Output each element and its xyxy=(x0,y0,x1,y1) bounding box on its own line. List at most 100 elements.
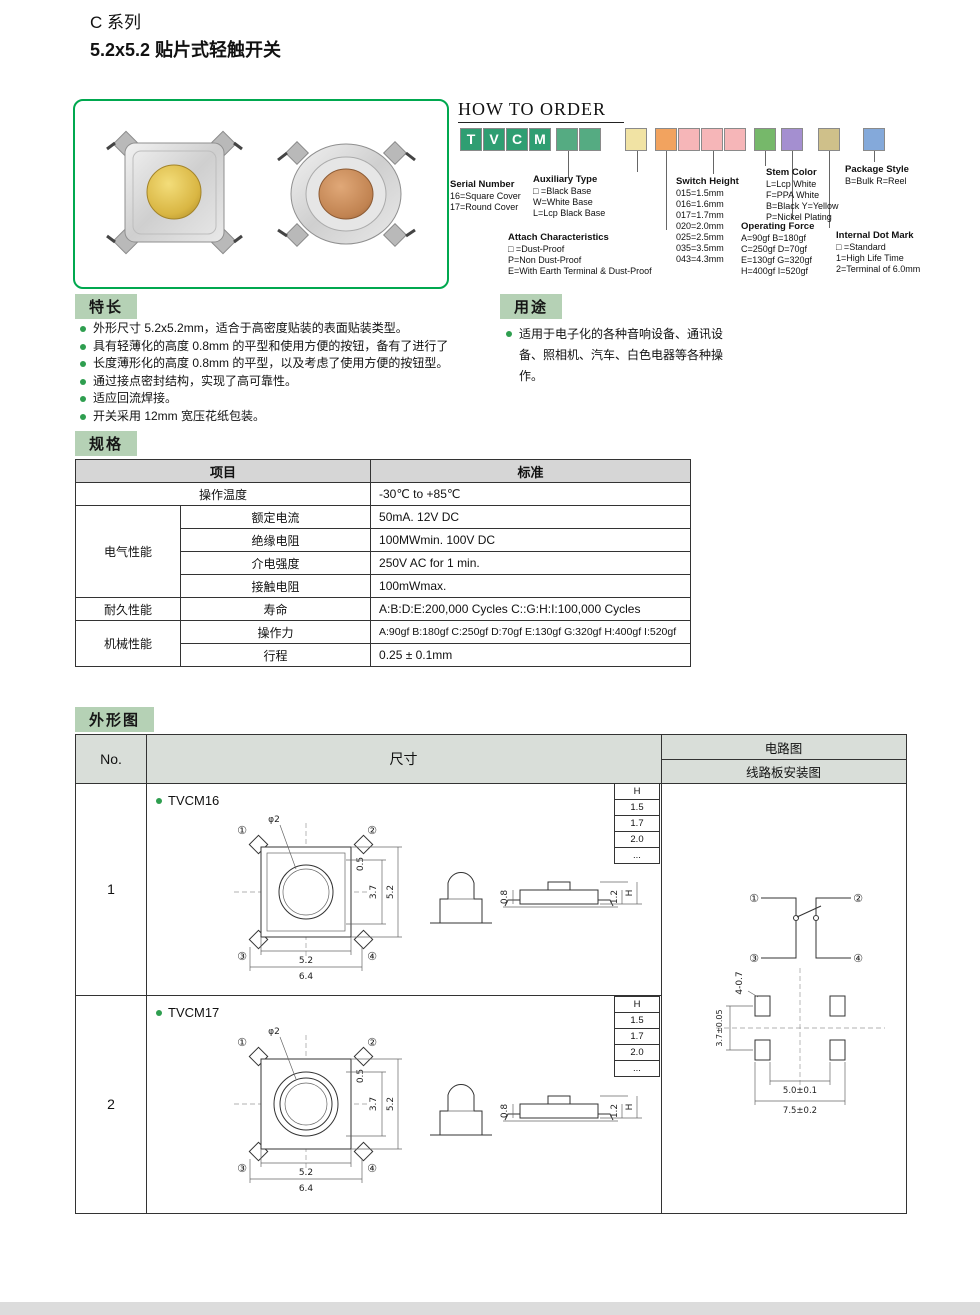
group-line: P=Non Dust-Proof xyxy=(508,255,582,265)
spec-label: 接触电阻 xyxy=(179,574,372,598)
order-group-switch-height: Switch Height 015=1.5mm 016=1.6mm 017=1.… xyxy=(676,176,748,265)
spec-value: 100mWmax. xyxy=(370,574,692,598)
dim-label: 3.7±0.05 xyxy=(715,1009,724,1046)
grid-line xyxy=(146,735,147,1213)
h-cell: ... xyxy=(614,1060,660,1077)
spec-label: 额定电流 xyxy=(179,505,372,529)
order-group-internal-dot-mark: Internal Dot Mark □ =Standard 1=High Lif… xyxy=(836,230,938,275)
order-code-box-internal-dot xyxy=(818,128,840,151)
dim-label: 3.7 xyxy=(369,885,379,899)
order-group-package-style: Package Style B=Bulk R=Reel xyxy=(845,164,935,187)
h-cell: H xyxy=(614,996,660,1013)
feature-item: 通过接点密封结构，实现了高可靠性。 xyxy=(78,373,488,391)
spec-label: 操作温度 xyxy=(74,482,372,506)
order-group-stem-color: Stem Color L=Lcp White F=PPA White B=Bla… xyxy=(766,167,854,223)
pin-number: ④ xyxy=(367,950,377,963)
group-line: 020=2.0mm xyxy=(676,221,724,231)
features-list: 外形尺寸 5.2x5.2mm，适合于高密度贴装的表面贴装类型。 具有轻薄化的高度… xyxy=(78,320,488,425)
group-line: 025=2.5mm xyxy=(676,232,724,242)
h-cell: 2.0 xyxy=(614,1044,660,1061)
connector-line xyxy=(568,151,569,177)
front-view-drawing-tvcm16 xyxy=(430,872,492,924)
connector-line xyxy=(792,151,793,219)
spec-group: 电气性能 xyxy=(75,505,181,598)
order-code-letter: M xyxy=(529,128,551,151)
table-row: 接触电阻 100mWmax. xyxy=(76,574,692,598)
spec-label: 操作力 xyxy=(179,620,372,644)
pin-number: ② xyxy=(367,824,377,837)
dim-label: H xyxy=(625,1104,635,1111)
dim-label: 4-0.7 xyxy=(735,971,745,994)
order-group-attach-characteristics: Attach Characteristics □ =Dust-Proof P=N… xyxy=(508,232,686,277)
dim-label: 0.8 xyxy=(500,1104,510,1119)
h-cell: 1.7 xyxy=(614,815,660,832)
group-title: Auxiliary Type xyxy=(533,174,598,185)
feature-text: 适应回流焊接。 xyxy=(93,391,178,405)
outline-col-pcb: 线路板安装图 xyxy=(661,759,906,783)
top-view-drawing-tvcm16: ① ② ③ ④ φ2 0.5 3.7 5.2 5.2 6.4 xyxy=(234,815,402,982)
pin-number: ① xyxy=(749,892,759,905)
round-switch-photo xyxy=(277,140,416,248)
pin-number: ④ xyxy=(853,952,863,965)
spec-header-row: 项目 标准 xyxy=(74,459,692,483)
group-line: □ =Black Base xyxy=(533,186,592,196)
row-number: 1 xyxy=(107,881,115,897)
feature-item: 外形尺寸 5.2x5.2mm，适合于高密度贴装的表面贴装类型。 xyxy=(78,320,488,338)
spec-label: 介电强度 xyxy=(179,551,372,575)
grid-line xyxy=(76,995,661,996)
table-row: 行程 0.25 ± 0.1mm xyxy=(76,643,692,667)
group-line: E=130gf G=320gf xyxy=(741,255,813,265)
dim-label: φ2 xyxy=(268,815,280,825)
spec-col-item: 项目 xyxy=(74,459,372,483)
order-group-operating-force: Operating Force A=90gf B=180gf C=250gf D… xyxy=(741,221,831,277)
spec-label: 行程 xyxy=(179,643,372,667)
group-title: Internal Dot Mark xyxy=(836,230,914,241)
pin-number: ③ xyxy=(237,1162,247,1175)
connector-line xyxy=(874,151,875,162)
dim-label: 6.4 xyxy=(299,1184,314,1194)
feature-text: 开关采用 12mm 宽压花纸包装。 xyxy=(93,408,266,423)
group-line: 16=Square Cover xyxy=(450,191,521,201)
h-cell: 1.5 xyxy=(614,1012,660,1029)
pcb-mounting-drawing: 4-0.7 3.7±0.05 5.0±0.1 7.5±0.2 xyxy=(715,968,885,1116)
dim-label: 0.8 xyxy=(500,890,510,905)
group-line: H=400gf I=520gf xyxy=(741,266,809,276)
circuit-diagram: ① ② ③ ④ xyxy=(749,892,863,965)
outline-col-circuit: 电路图 xyxy=(661,735,906,759)
applications-header-tag: 用途 xyxy=(500,294,563,319)
product-photo-box xyxy=(73,99,449,289)
order-code-box-height-2 xyxy=(701,128,723,151)
group-line: B=Bulk R=Reel xyxy=(845,176,907,186)
group-line: 035=3.5mm xyxy=(676,243,724,253)
bullet-icon xyxy=(80,396,86,402)
model-name: TVCM17 xyxy=(168,1005,220,1020)
group-title: Stem Color xyxy=(766,167,817,178)
group-line: 017=1.7mm xyxy=(676,210,724,220)
switch-pins xyxy=(106,130,243,255)
spec-value: A:90gf B:180gf C:250gf D:70gf E:130gf G:… xyxy=(370,620,692,644)
features-header-tag: 特长 xyxy=(75,294,138,319)
order-code-box-serial-1 xyxy=(556,128,578,151)
connector-line xyxy=(637,151,638,172)
pin-number: ③ xyxy=(237,950,247,963)
order-group-auxiliary-type: Auxiliary Type □ =Black Base W=White Bas… xyxy=(533,174,628,219)
order-code-box-operating-force xyxy=(781,128,803,151)
h-cell: 1.5 xyxy=(614,799,660,816)
pin-number: ① xyxy=(237,824,247,837)
spec-value: 250V AC for 1 min. xyxy=(370,551,692,575)
table-row: 操作温度 -30℃ to +85℃ xyxy=(74,482,692,506)
bullet-icon xyxy=(80,361,86,367)
feature-item: 长度薄形化的高度 0.8mm 的平型，以及考虑了使用方便的按钮型。 xyxy=(78,355,488,373)
bullet-icon xyxy=(80,326,86,332)
specs-header-tag: 规格 xyxy=(75,431,138,456)
dim-label: H xyxy=(625,890,635,897)
spec-value: -30℃ to +85℃ xyxy=(370,482,692,506)
group-line: 043=4.3mm xyxy=(676,254,724,264)
spec-table: 项目 标准 操作温度 -30℃ to +85℃ 电气性能 额定电流 50mA. … xyxy=(74,459,692,667)
dim-label: 5.0±0.1 xyxy=(783,1086,817,1096)
grid-line xyxy=(661,759,906,760)
model-label: TVCM17 xyxy=(156,1005,219,1020)
dim-label: 6.4 xyxy=(299,972,314,982)
pin-number: ② xyxy=(367,1036,377,1049)
spec-col-standard: 标准 xyxy=(370,459,692,483)
